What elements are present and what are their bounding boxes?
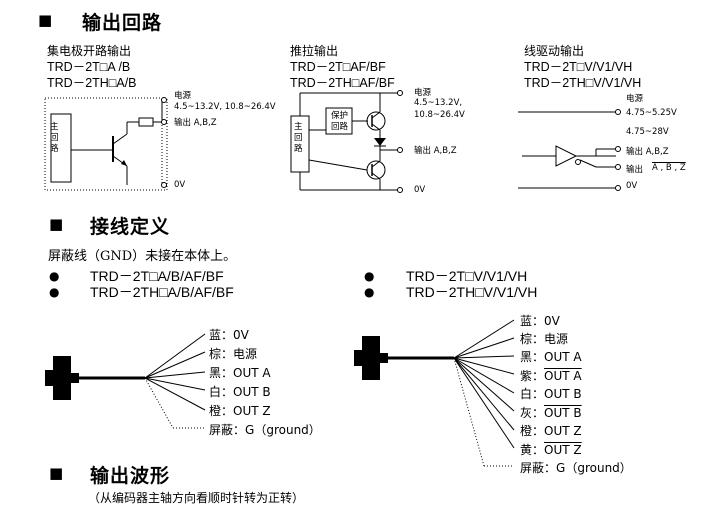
model-line: TRD－2T□V/V1/VH [524, 60, 633, 74]
wire-label: 黑：OUT A [520, 350, 582, 364]
wire-label: 蓝：0V [209, 328, 249, 342]
section-bullet: ■ [49, 464, 64, 482]
circuit-title: 推拉输出 [290, 44, 339, 58]
wire-label: 棕：电源 [520, 332, 569, 346]
encoder-cable-left [45, 333, 206, 429]
bullet-dot: ● [49, 285, 60, 299]
circuit-title: 集电极开路输出 [47, 44, 132, 58]
wire-label: 棕：电源 [209, 347, 258, 361]
voltage-label: 4.75~28V [626, 127, 669, 137]
encoder-cable-right [354, 319, 515, 467]
output-inverted-prefix: 输出 [626, 165, 644, 175]
main-circuit-label: 主回路 [50, 122, 59, 154]
shield-note: 屏蔽线（GND）未接在本体上。 [48, 249, 237, 264]
bullet-dot: ● [364, 285, 375, 299]
zero-volt-label: 0V [626, 181, 638, 191]
output-inverted-label: A , B , Z [652, 163, 686, 173]
section-bullet: ■ [38, 11, 53, 29]
section-title-wiring: 接线定义 [90, 216, 171, 238]
wire-label: 橙：OUT Z [520, 424, 582, 438]
model-line: TRD－2TH□V/V1/VH [524, 76, 642, 90]
zero-volt-label: 0V [414, 185, 426, 195]
power-label: 电源 [626, 94, 644, 104]
model-line: TRD－2T□AF/BF [290, 60, 386, 74]
wire-label: 白：OUT B [209, 385, 271, 399]
wire-label: 橙：OUT Z [209, 404, 271, 418]
model-line: TRD－2TH□AF/BF [290, 76, 395, 90]
push-pull-schematic [290, 90, 403, 193]
power-label: 电源 [414, 88, 432, 98]
voltage-label: 4.5~13.2V, 10.8~26.4V [174, 102, 276, 112]
model-line: TRD－2T□V/V1/VH [406, 268, 528, 284]
section-bullet: ■ [49, 215, 64, 233]
wire-label: 黑：OUT A [209, 366, 271, 380]
main-circuit-label: 主回路 [294, 122, 303, 154]
circuit-title: 线驱动输出 [524, 44, 585, 58]
wire-label: 紫：OUT A [520, 369, 582, 383]
model-line: TRD－2T□A /B [47, 60, 131, 74]
bullet-dot: ● [364, 269, 375, 283]
line-driver-schematic [518, 109, 621, 191]
output-label: 输出 A,B,Z [626, 147, 669, 157]
zero-volt-label: 0V [174, 180, 186, 190]
model-line: TRD－2TH□A/B [47, 76, 137, 90]
protection-circuit-label: 保护回路 [331, 111, 349, 132]
bullet-dot: ● [49, 269, 60, 283]
wire-label: 屏蔽：G（ground） [209, 423, 321, 437]
model-line: TRD－2TH□A/B/AF/BF [90, 284, 234, 300]
section-title-output-circuit: 输出回路 [82, 12, 163, 34]
wire-label: 蓝：0V [520, 314, 560, 328]
model-line: TRD－2TH□V/V1/VH [406, 284, 538, 300]
wire-label: 黄：OUT Z [520, 443, 582, 457]
voltage-label: 4.5~13.2V, [414, 98, 463, 108]
model-line: TRD－2T□A/B/AF/BF [90, 268, 224, 284]
voltage-label: 10.8~26.4V [414, 110, 465, 120]
output-label: 输出 A,B,Z [174, 118, 217, 128]
voltage-label: 4.75~5.25V [626, 108, 677, 118]
power-label: 电源 [174, 91, 192, 101]
section-title-waveform: 输出波形 [90, 465, 171, 487]
wire-label: 屏蔽：G（ground） [520, 461, 632, 475]
output-label: 输出 A,B,Z [414, 146, 457, 156]
wire-label: 灰：OUT B [520, 406, 582, 420]
open-collector-schematic [44, 97, 168, 191]
wire-label: 白：OUT B [520, 387, 582, 401]
